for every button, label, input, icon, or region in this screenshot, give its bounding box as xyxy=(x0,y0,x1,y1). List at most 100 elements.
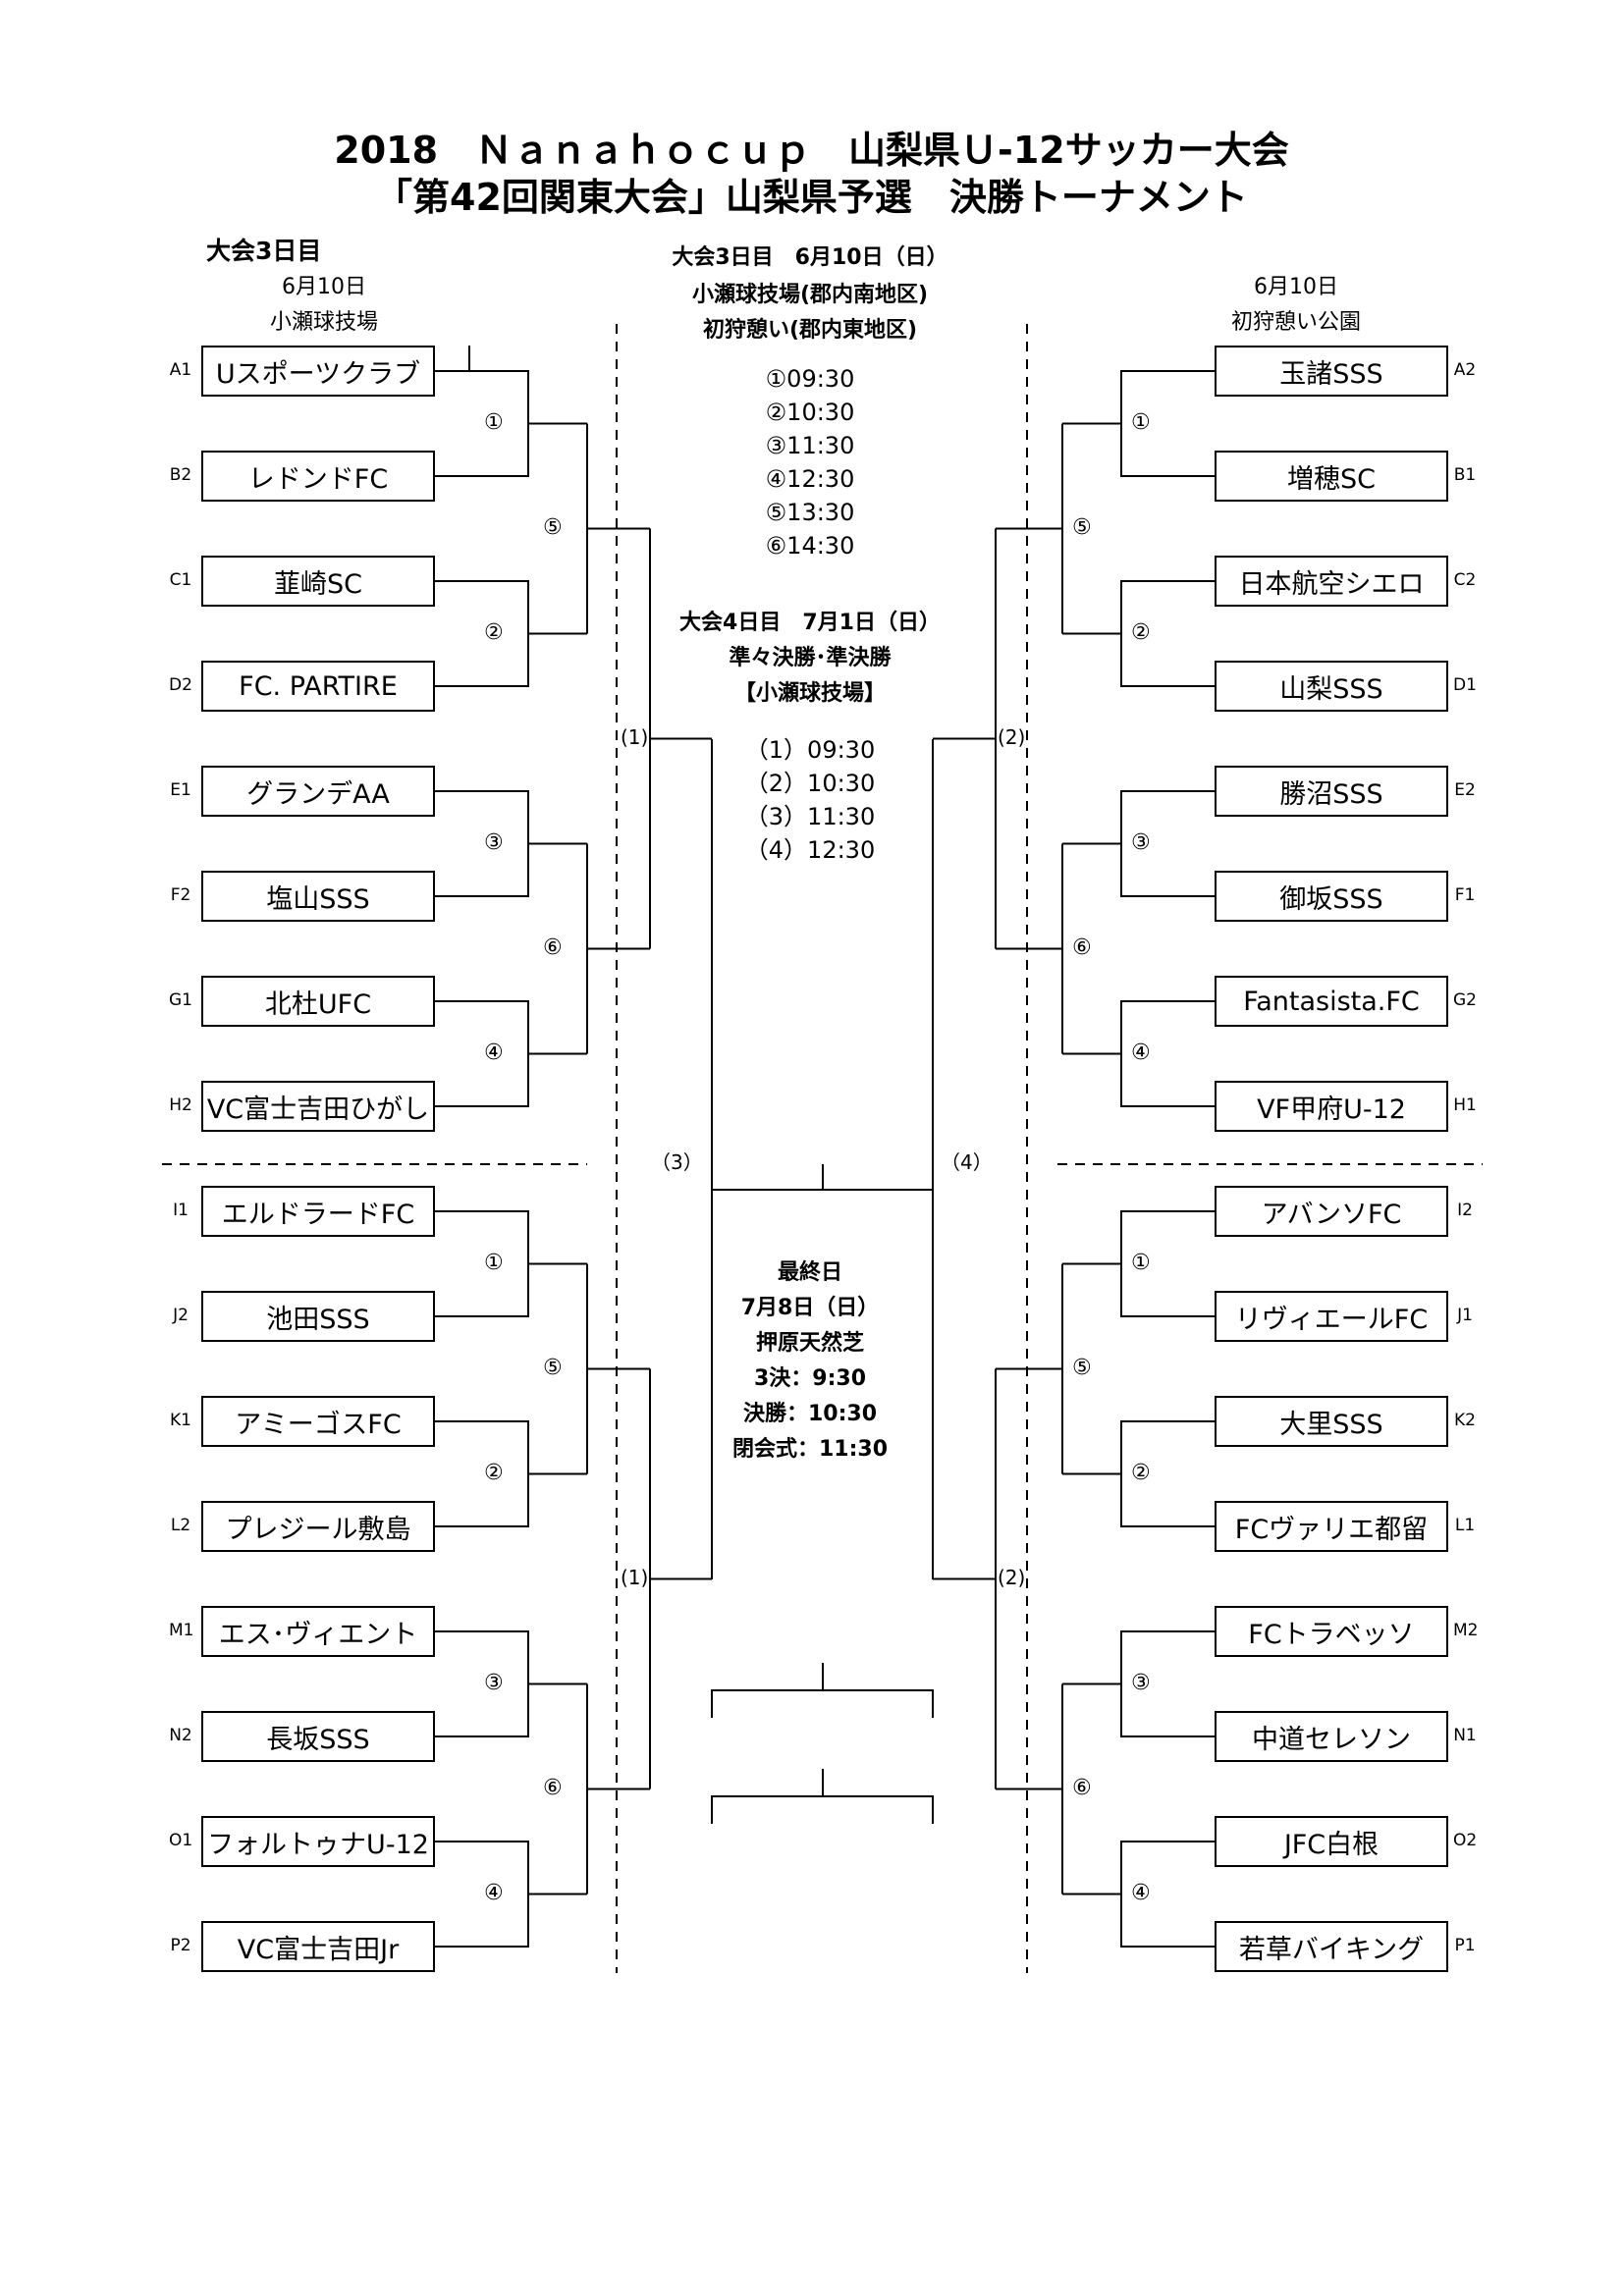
seed-label: H2 xyxy=(169,1095,192,1115)
final-date: 7月8日（日） xyxy=(740,1296,880,1320)
center-day4: 大会4日目 7月1日（日） xyxy=(679,611,941,635)
seed-label: F1 xyxy=(1454,885,1476,905)
team-box: 山梨SSS xyxy=(1215,661,1448,712)
time-2: ②10:30 xyxy=(765,399,855,426)
seed-label: G1 xyxy=(169,990,192,1010)
team-box: VC富士吉田ひがし xyxy=(201,1081,435,1132)
time-3: ③11:30 xyxy=(765,432,855,459)
round1-match-label: ④ xyxy=(484,1880,504,1905)
team-box: JFC白根 xyxy=(1215,1816,1448,1867)
seed-label: E2 xyxy=(1454,780,1476,800)
team-box: VF甲府U-12 xyxy=(1215,1081,1448,1132)
round2-match-label: ⑥ xyxy=(1072,1775,1092,1800)
team-box: FCトラベッソ xyxy=(1215,1606,1448,1657)
seed-label: O2 xyxy=(1453,1831,1478,1850)
team-box: 塩山SSS xyxy=(201,871,435,922)
team-box: 増穂SC xyxy=(1215,451,1448,502)
time-1: ①09:30 xyxy=(765,365,855,393)
round1-match-label: ③ xyxy=(484,829,504,855)
final-3rd-place-time: 3決：9:30 xyxy=(753,1366,867,1391)
time4-1: （1）09:30 xyxy=(744,736,876,764)
closing-ceremony-time: 閉会式：11:30 xyxy=(731,1437,889,1462)
extra-bracket xyxy=(711,1795,934,1824)
team-box: プレジール敷島 xyxy=(201,1501,435,1552)
seed-label: J2 xyxy=(173,1306,189,1325)
round2-match-label: ⑤ xyxy=(543,514,563,540)
seed-label: H1 xyxy=(1453,1095,1477,1115)
center-venue4: 【小瀬球技場】 xyxy=(733,681,886,706)
team-box: 北杜UFC xyxy=(201,976,435,1027)
round1-match-label: ① xyxy=(1131,409,1151,435)
seed-label: F2 xyxy=(170,885,191,905)
final-match-time: 決勝：10:30 xyxy=(742,1402,878,1426)
semifinal-label: （3） xyxy=(651,1150,703,1174)
round1-connector xyxy=(435,580,529,687)
right-date: 6月10日 xyxy=(1254,275,1338,299)
left-venue: 小瀬球技場 xyxy=(269,310,378,335)
round2-match-label: ⑤ xyxy=(1072,1355,1092,1380)
team-box: エス･ヴィエント xyxy=(201,1606,435,1657)
seed-label: P1 xyxy=(1454,1936,1476,1955)
seed-label: M1 xyxy=(169,1621,194,1640)
team-box: 御坂SSS xyxy=(1215,871,1448,922)
seed-label: D2 xyxy=(169,675,192,695)
seed-label: N1 xyxy=(1453,1726,1477,1745)
seed-label: L1 xyxy=(1454,1516,1476,1535)
semifinal-label: （4） xyxy=(941,1150,993,1174)
seed-label: D1 xyxy=(1453,675,1477,695)
left-day-label: 大会3日目 xyxy=(206,237,322,265)
round1-connector xyxy=(435,1630,529,1737)
center-venue-2: 初狩憩い(郡内東地区) xyxy=(702,318,918,343)
quarterfinal-label: (1) xyxy=(621,1565,649,1589)
seed-label: C2 xyxy=(1453,570,1477,590)
quarterfinal-label: (2) xyxy=(998,1565,1026,1589)
seed-label: K2 xyxy=(1454,1411,1476,1430)
round1-match-label: ② xyxy=(484,1460,504,1485)
seed-label: O1 xyxy=(169,1831,193,1850)
seed-label: K1 xyxy=(170,1411,191,1430)
team-box: FC. PARTIRE xyxy=(201,661,435,712)
seed-label: I1 xyxy=(173,1201,189,1220)
seed-label: M2 xyxy=(1453,1621,1479,1640)
round1-connector xyxy=(435,1841,529,1948)
round1-match-label: ② xyxy=(1131,619,1151,645)
round1-connector xyxy=(435,1420,529,1527)
team-box: 若草バイキング xyxy=(1215,1921,1448,1972)
round1-match-label: ② xyxy=(1131,1460,1151,1485)
round1-match-label: ③ xyxy=(484,1670,504,1695)
round1-match-label: ① xyxy=(1131,1250,1151,1275)
round1-match-label: ② xyxy=(484,619,504,645)
team-box: 大里SSS xyxy=(1215,1396,1448,1447)
seed-label: I2 xyxy=(1457,1201,1473,1220)
quarterfinal-label: (2) xyxy=(998,724,1026,749)
round2-match-label: ⑥ xyxy=(543,934,563,960)
round1-match-label: ① xyxy=(484,1250,504,1275)
team-box: フォルトゥナU-12 xyxy=(201,1816,435,1867)
right-venue: 初狩憩い公園 xyxy=(1230,310,1361,335)
round1-match-label: ③ xyxy=(1131,829,1151,855)
team-box: 池田SSS xyxy=(201,1291,435,1342)
seed-label: G2 xyxy=(1453,990,1477,1010)
round1-connector xyxy=(435,1210,529,1317)
team-box: VC富士吉田Jr xyxy=(201,1921,435,1972)
title-line-2: 「第42回関東大会」山梨県予選 決勝トーナメント xyxy=(375,176,1248,219)
seed-label: B1 xyxy=(1453,465,1477,485)
final-venue: 押原天然芝 xyxy=(755,1331,864,1356)
team-box: 韮崎SC xyxy=(201,556,435,607)
time4-4: （4）12:30 xyxy=(744,836,876,864)
round1-match-label: ④ xyxy=(1131,1880,1151,1905)
quarterfinal-label: (1) xyxy=(621,724,649,749)
seed-label: J1 xyxy=(1457,1306,1473,1325)
team-box: アミーゴスFC xyxy=(201,1396,435,1447)
left-date: 6月10日 xyxy=(282,275,366,299)
center-day3: 大会3日目 6月10日（日） xyxy=(672,245,948,270)
round2-match-label: ⑤ xyxy=(1072,514,1092,540)
final-label: 最終日 xyxy=(777,1260,842,1285)
team-box: グランデAA xyxy=(201,766,435,817)
round1-match-label: ① xyxy=(484,409,504,435)
round2-match-label: ⑤ xyxy=(543,1355,563,1380)
seed-label: N2 xyxy=(169,1726,192,1745)
team-box: 玉諸SSS xyxy=(1215,346,1448,397)
team-box: FCヴァリエ都留 xyxy=(1215,1501,1448,1552)
